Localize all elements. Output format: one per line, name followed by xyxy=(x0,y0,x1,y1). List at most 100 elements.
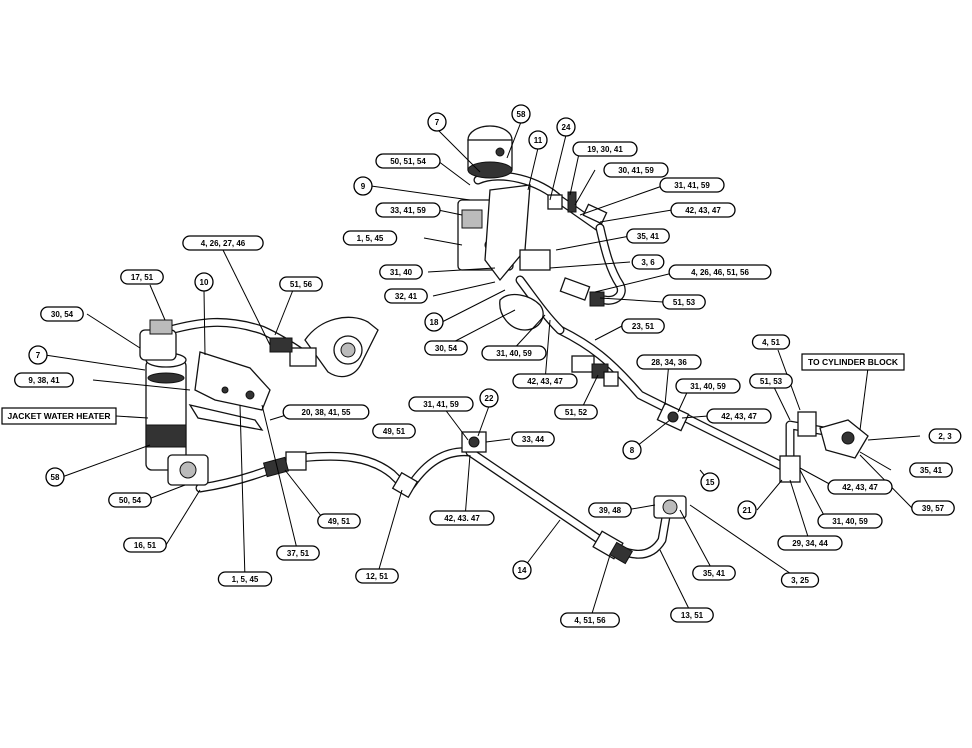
callout-c-28-34-36: 28, 34, 36 xyxy=(636,354,702,370)
callout-c-9-top: 9 xyxy=(353,176,373,196)
callout-label: 30, 41, 59 xyxy=(618,166,654,175)
callout-c-13-51: 13, 51 xyxy=(670,607,714,623)
callout-c-11: 11 xyxy=(528,130,548,150)
callout-c-20-38-41-55: 20, 38, 41, 55 xyxy=(282,404,370,420)
callout-c-8: 8 xyxy=(622,440,642,460)
cylinder-block-connector xyxy=(779,411,869,483)
callout-label: 31, 41, 59 xyxy=(423,400,459,409)
tee-fitting-22 xyxy=(461,431,487,453)
callout-c-21: 21 xyxy=(737,500,757,520)
callout-label: 42, 43. 47 xyxy=(444,514,480,523)
fitting-4-51-56 xyxy=(592,530,633,565)
callout-c-32-41: 32, 41 xyxy=(384,288,428,304)
callout-c-4-51-right: 4, 51 xyxy=(751,334,791,350)
callout-c-24: 24 xyxy=(556,117,576,137)
callout-label: 4, 51 xyxy=(762,338,780,347)
valve-assembly xyxy=(457,125,563,331)
callout-label: 39, 48 xyxy=(599,506,622,515)
callout-label: 19, 30, 41 xyxy=(587,145,623,154)
callout-label: 16, 51 xyxy=(134,541,157,550)
upper-fittings xyxy=(559,191,608,307)
callout-c-12-51: 12, 51 xyxy=(355,568,399,584)
callout-label: 51, 56 xyxy=(290,280,313,289)
callout-label: 42, 43, 47 xyxy=(527,377,563,386)
callout-c-22: 22 xyxy=(479,388,499,408)
callout-c-3-25: 3, 25 xyxy=(780,572,820,588)
callout-c-31-40-59-b: 31, 40, 59 xyxy=(675,378,741,394)
callout-label: 50, 54 xyxy=(119,496,142,505)
callout-c-42-43-47-e: 42, 43. 47 xyxy=(429,510,495,526)
callout-label: 7 xyxy=(36,351,41,360)
callout-label: 3, 25 xyxy=(791,576,809,585)
callout-label: 50, 51, 54 xyxy=(390,157,426,166)
callout-c-42-43-47-c: 42, 43, 47 xyxy=(706,408,772,424)
callout-label: 4, 26, 46, 51, 56 xyxy=(691,268,749,277)
callout-c-51-56: 51, 56 xyxy=(279,276,323,292)
callout-c-18: 18 xyxy=(424,312,444,332)
callout-label: 4, 26, 27, 46 xyxy=(201,239,246,248)
callout-c-1-5-45-top: 1, 5, 45 xyxy=(342,230,398,246)
callout-label: 51, 53 xyxy=(673,298,696,307)
callout-label: 29, 34, 44 xyxy=(792,539,828,548)
callout-label: 31, 41, 59 xyxy=(674,181,710,190)
callout-c-42-43-47-b: 42, 43, 47 xyxy=(512,373,578,389)
callout-label: 4, 51, 56 xyxy=(574,616,606,625)
callout-label: 24 xyxy=(562,123,571,132)
callout-label: 32, 41 xyxy=(395,292,418,301)
valve-39-48 xyxy=(653,495,687,519)
callout-c-9-38-41: 9, 38, 41 xyxy=(14,372,74,388)
svg-text:TO CYLINDER BLOCK: TO CYLINDER BLOCK xyxy=(808,357,899,367)
callout-label: 8 xyxy=(630,446,635,455)
callout-c-1-5-45-bottom: 1, 5, 45 xyxy=(217,571,273,587)
callout-c-4-51-56: 4, 51, 56 xyxy=(560,612,620,628)
callout-label: 31, 40, 59 xyxy=(832,517,868,526)
callout-c-30-54-a: 30, 54 xyxy=(40,306,84,322)
svg-text:JACKET WATER HEATER: JACKET WATER HEATER xyxy=(7,411,110,421)
callout-c-31-40: 31, 40 xyxy=(379,264,423,280)
callout-c-17-51: 17, 51 xyxy=(120,269,164,285)
callout-label: 15 xyxy=(706,478,715,487)
callout-label: 1, 5, 45 xyxy=(357,234,384,243)
callout-label: 35, 41 xyxy=(920,466,943,475)
callout-c-10: 10 xyxy=(194,272,214,292)
callout-label: 11 xyxy=(534,136,543,145)
callout-label: 58 xyxy=(51,473,60,482)
callout-label: 22 xyxy=(485,394,494,403)
callout-label: 35, 41 xyxy=(703,569,726,578)
callout-c-39-57: 39, 57 xyxy=(911,500,955,516)
callout-label: 7 xyxy=(435,118,440,127)
callout-c-19-30-41: 19, 30, 41 xyxy=(572,141,638,157)
callout-c-30-41-59: 30, 41, 59 xyxy=(603,162,669,178)
callout-c-31-40-59-a: 31, 40, 59 xyxy=(481,345,547,361)
callout-label: 31, 40, 59 xyxy=(690,382,726,391)
callout-c-35-41-c: 35, 41 xyxy=(692,565,736,581)
callouts: 7 58 11 24 50, 51, 54 19, 30, 41 9 30, 41, 59 31… xyxy=(14,104,962,628)
pipe-14 xyxy=(465,447,673,559)
callout-c-58-top: 58 xyxy=(511,104,531,124)
callout-label: 33, 41, 59 xyxy=(390,206,426,215)
callout-c-30-54-b: 30, 54 xyxy=(424,340,468,356)
callout-c-51-53-b: 51, 53 xyxy=(749,373,793,389)
callout-c-7-left: 7 xyxy=(28,345,48,365)
callout-c-3-6: 3, 6 xyxy=(631,254,665,270)
callout-label: 51, 53 xyxy=(760,377,783,386)
callout-c-16-51: 16, 51 xyxy=(123,537,167,553)
callout-label: 10 xyxy=(200,278,209,287)
callout-label: 23, 51 xyxy=(632,322,655,331)
callout-label: 37, 51 xyxy=(287,549,310,558)
callout-c-35-41-a: 35, 41 xyxy=(626,228,670,244)
callout-label: 17, 51 xyxy=(131,273,154,282)
label-jacket-water-heater: JACKET WATER HEATER xyxy=(1,407,117,425)
callout-label: 49, 51 xyxy=(383,427,406,436)
callout-label: 9 xyxy=(361,182,366,191)
callout-label: 49, 51 xyxy=(328,517,351,526)
callout-label: 18 xyxy=(430,318,439,327)
callout-c-23-51: 23, 51 xyxy=(621,318,665,334)
callout-label: 31, 40, 59 xyxy=(496,349,532,358)
callout-label: 2, 3 xyxy=(938,432,952,441)
callout-c-50-54: 50, 54 xyxy=(108,492,152,508)
callout-c-31-40-59-c: 31, 40, 59 xyxy=(817,513,883,529)
callout-label: 35, 41 xyxy=(637,232,660,241)
callout-label: 12, 51 xyxy=(366,572,389,581)
